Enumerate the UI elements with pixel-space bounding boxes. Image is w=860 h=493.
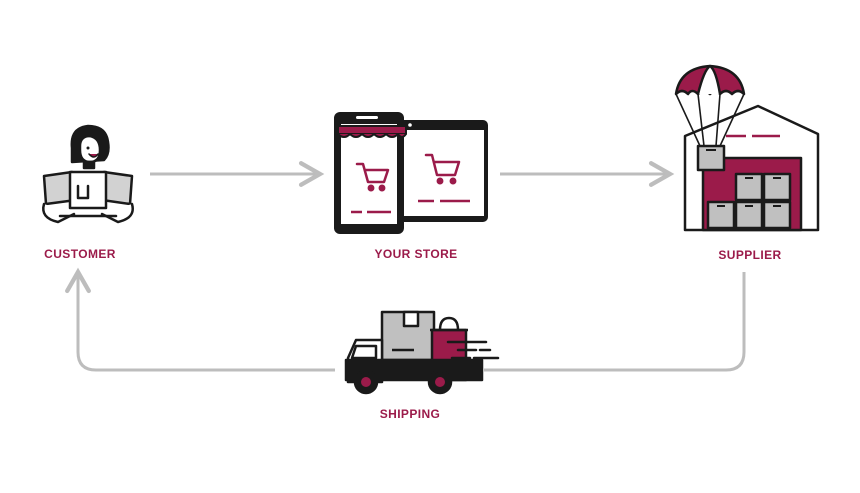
tablet-cart-icon [424,153,461,185]
store-awning-icon [337,125,407,138]
your-store-label: YOUR STORE [374,247,458,261]
phone-cart-icon [355,162,390,192]
supplier-label: SUPPLIER [718,248,782,262]
arrow-supplier-to-shipping [484,272,746,372]
phone-and-tablet-store-icon [334,112,488,234]
shipping-label: SHIPPING [379,407,441,421]
arrow-shipping-to-customer [65,267,335,372]
customer-holding-box-icon [42,124,134,224]
delivery-truck-icon [344,310,500,395]
warehouse-with-parachute-icon [674,64,820,232]
customer-label: CUSTOMER [44,247,116,261]
speed-lines-icon [446,340,500,360]
parachute-box-icon [696,144,726,172]
